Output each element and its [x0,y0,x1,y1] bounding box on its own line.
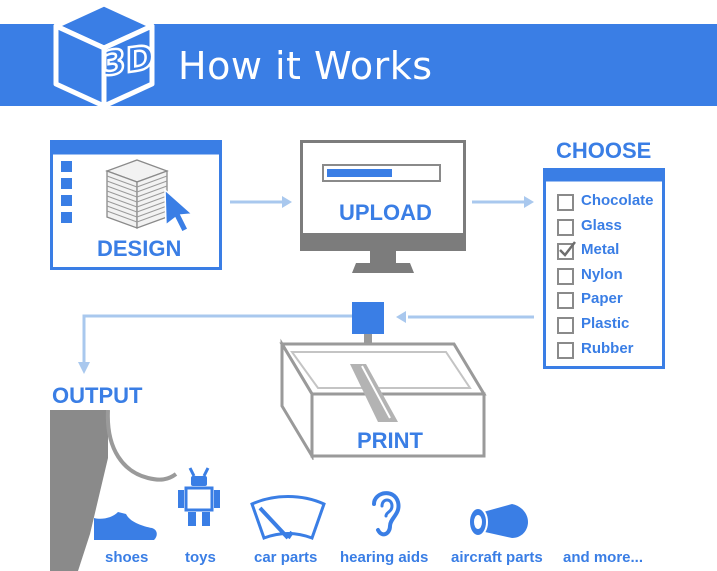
material-label: Paper [581,290,623,307]
arrow-right-icon [472,196,534,208]
print-flow-arrow-icon [78,314,353,374]
arrow-right-icon [230,196,292,208]
material-checkbox[interactable] [557,292,574,309]
material-label: Glass [581,217,622,234]
arrow-left-icon [396,311,534,323]
checkmark-icon [559,241,576,257]
logo-3d-cube-icon: 3D [53,1,155,109]
output-caption: and more... [563,549,644,566]
material-checkbox[interactable] [557,219,574,236]
upload-label: UPLOAD [339,200,432,225]
material-label: Plastic [581,315,630,332]
printer-tray-icon [279,302,487,460]
material-checkbox[interactable] [557,241,576,260]
material-checkbox[interactable] [557,268,574,285]
ear-icon [372,491,401,537]
page-title: How it Works [178,44,433,88]
output-caption: toys [185,549,216,566]
output-caption: car parts [254,549,318,566]
windshield-wiper-icon [250,495,326,540]
output-label: OUTPUT [52,383,143,408]
shoe-icon [94,512,157,540]
print-label: PRINT [357,428,423,453]
material-label: Metal [581,241,620,258]
upload-progress-fill [327,169,392,177]
printed-leg-shape-icon [50,410,178,571]
material-checkbox[interactable] [557,317,574,334]
output-caption: shoes [105,549,149,566]
upload-monitor-icon [300,140,466,273]
logo-text: 3D [102,38,154,85]
choose-label: CHOOSE [556,138,652,163]
jet-engine-icon [468,504,528,538]
material-label: Rubber [581,340,634,357]
material-label: Nylon [581,266,623,283]
design-window-icon [50,140,222,270]
material-label: Chocolate [581,192,654,209]
material-checkbox[interactable] [557,194,574,211]
output-caption: hearing aids [340,549,429,566]
robot-icon [178,467,220,526]
design-label: DESIGN [97,236,182,261]
output-caption: aircraft parts [451,549,543,566]
material-checkbox[interactable] [557,342,574,359]
